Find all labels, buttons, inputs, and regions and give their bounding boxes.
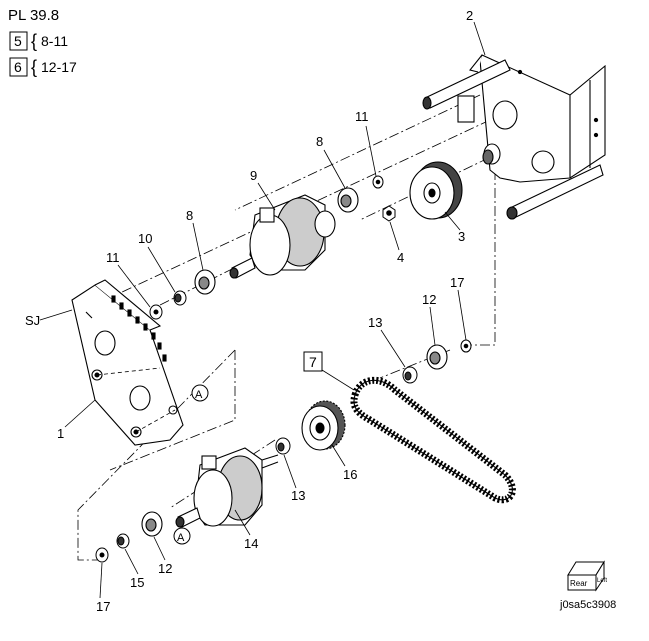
e-ring-lower — [95, 547, 109, 563]
connector-marker-lower: A — [173, 527, 191, 545]
callout-16: 16 — [343, 467, 357, 482]
plate-reference: PL 39.8 — [8, 7, 59, 24]
kit-5-range: 8-11 — [41, 33, 68, 49]
callout-sj: SJ — [25, 313, 40, 328]
kit-6-range: 12-17 — [41, 59, 77, 75]
callout-12-lower: 12 — [158, 561, 172, 576]
kit-5-box — [9, 31, 28, 51]
timing-belt — [350, 377, 516, 504]
callout-13-lower: 13 — [291, 488, 305, 503]
callout-14: 14 — [244, 536, 258, 551]
bearing-upper — [426, 344, 448, 370]
connector-label-lower: A — [177, 532, 185, 544]
callout-8-left: 8 — [186, 208, 193, 223]
clutch-lower — [175, 447, 279, 528]
kit-6-box — [9, 57, 28, 77]
bracket-plate — [71, 279, 184, 446]
belt-callout-number: 7 — [309, 354, 317, 370]
callout-3: 3 — [458, 229, 465, 244]
bushing-part — [173, 290, 187, 306]
gear-part — [409, 161, 463, 220]
kit-6-number: 6 — [14, 59, 22, 75]
cube-face-left: Left — [597, 578, 607, 584]
callout-13-upper: 13 — [368, 315, 382, 330]
callout-labels: 2 11 8 9 3 4 8 10 11 SJ 1 12 17 13 16 13… — [25, 8, 473, 614]
e-ring-left — [149, 304, 163, 320]
pulley-part — [301, 400, 346, 451]
kit-5-brace: { — [31, 31, 37, 51]
figure-id: j0sa5c3908 — [559, 599, 616, 611]
clutch-assembly — [229, 194, 336, 279]
bearing-lower — [141, 511, 163, 537]
callout-8-right: 8 — [316, 134, 323, 149]
screw-part — [382, 205, 396, 222]
leader-lines — [39, 21, 486, 599]
kit-5-number: 5 — [14, 33, 22, 49]
kit-6-brace: { — [31, 57, 37, 77]
detail-outline — [96, 367, 176, 433]
bushing-lower — [275, 437, 291, 455]
callout-2: 2 — [466, 8, 473, 23]
callout-12-upper: 12 — [422, 292, 436, 307]
callout-11-top: 11 — [355, 109, 369, 124]
callout-15: 15 — [130, 575, 144, 590]
e-ring-upper — [460, 339, 472, 353]
kit-row-5: 5 { 8-11 — [9, 31, 68, 51]
connector-label-upper: A — [195, 389, 203, 401]
belt-callout-box: 7 — [303, 351, 323, 372]
frame-bracket — [422, 54, 606, 220]
callout-11-left: 11 — [106, 250, 120, 265]
callout-9: 9 — [250, 168, 257, 183]
callout-4: 4 — [397, 250, 404, 265]
callout-10: 10 — [138, 231, 152, 246]
orientation-cube: Rear Left — [567, 560, 607, 592]
bearing-right — [337, 187, 359, 213]
callout-1: 1 — [57, 426, 64, 441]
bushing-upper — [402, 366, 418, 384]
cube-face-rear: Rear — [570, 579, 588, 588]
kit-row-6: 6 { 12-17 — [9, 57, 77, 77]
bushing-15 — [116, 533, 130, 549]
callout-17-lower: 17 — [96, 599, 110, 614]
bearing-left — [194, 269, 216, 295]
connector-marker-upper: A — [191, 384, 209, 402]
callout-17-upper: 17 — [450, 275, 464, 290]
e-ring-top — [372, 175, 384, 189]
